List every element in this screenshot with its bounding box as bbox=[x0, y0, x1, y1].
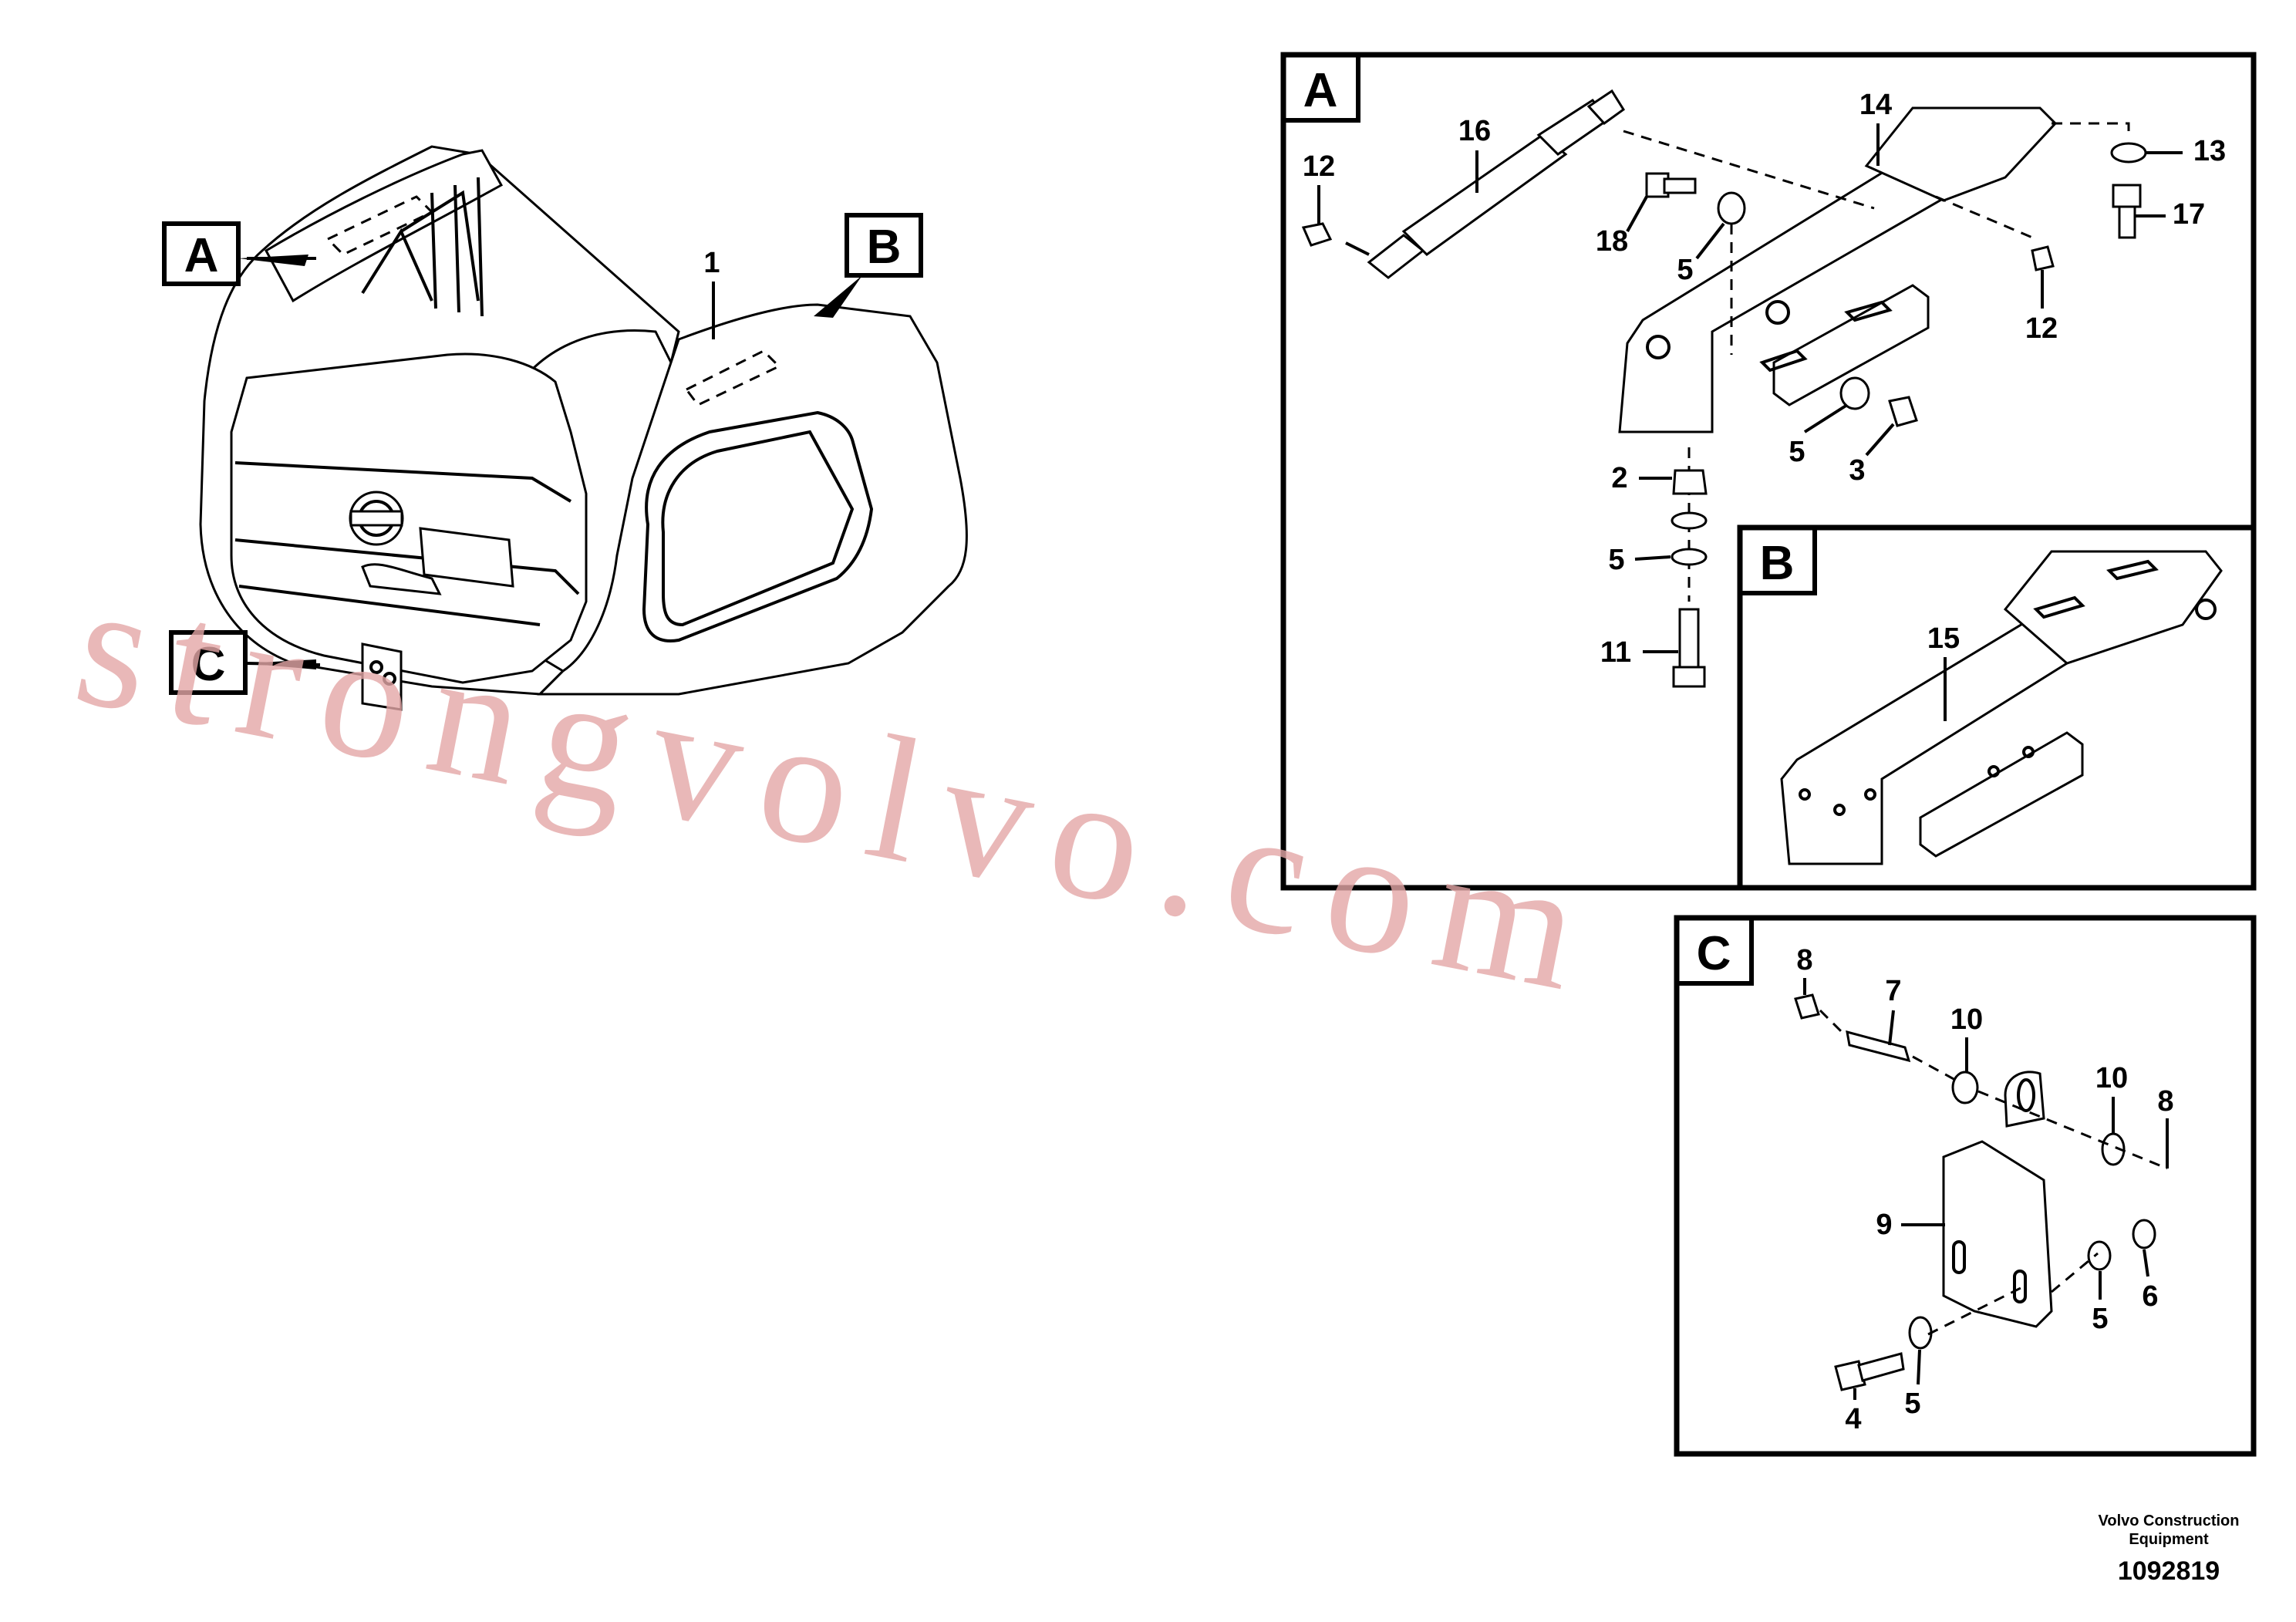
label-12-right: 12 bbox=[2025, 312, 2058, 345]
panel-c: C 8 7 bbox=[1674, 915, 2257, 1457]
label-9: 9 bbox=[1876, 1209, 1892, 1241]
label-14: 14 bbox=[1859, 89, 1892, 121]
callout-c: C bbox=[169, 630, 321, 695]
svg-text:1: 1 bbox=[703, 247, 720, 279]
label-8-right: 8 bbox=[2157, 1085, 2173, 1118]
gas-strut-drawing bbox=[1345, 89, 1626, 279]
callout-a-letter: A bbox=[184, 229, 219, 282]
panel-a-title: A bbox=[1303, 64, 1338, 117]
bracket-15-drawing bbox=[1780, 550, 2223, 865]
label-5-bottom: 5 bbox=[1904, 1388, 1920, 1420]
footer: Volvo Construction Equipment 1092819 bbox=[2099, 1512, 2240, 1586]
callout-a: A bbox=[162, 221, 316, 286]
footer-company-line2: Equipment bbox=[2129, 1531, 2209, 1548]
drawing-number: 1092819 bbox=[2118, 1556, 2220, 1586]
label-3: 3 bbox=[1849, 454, 1865, 487]
label-5-low: 5 bbox=[1608, 544, 1624, 576]
panel-a: A bbox=[1280, 52, 2257, 891]
label-16: 16 bbox=[1458, 115, 1491, 147]
hood-assembly-drawing bbox=[199, 145, 968, 711]
label-6: 6 bbox=[2142, 1280, 2158, 1313]
panel-b-title: B bbox=[1760, 537, 1795, 590]
footer-company-line1: Volvo Construction bbox=[2099, 1512, 2240, 1529]
callout-b-letter: B bbox=[867, 221, 902, 274]
label-10-right: 10 bbox=[2095, 1062, 2128, 1094]
label-5-right: 5 bbox=[2092, 1303, 2108, 1335]
label-4: 4 bbox=[1845, 1403, 1861, 1435]
part-1-label: 1 bbox=[703, 247, 720, 339]
label-10-left: 10 bbox=[1950, 1003, 1983, 1036]
label-5-mid: 5 bbox=[1789, 436, 1805, 468]
label-12-left: 12 bbox=[1303, 150, 1335, 183]
label-17: 17 bbox=[2173, 198, 2205, 231]
panel-a-labels: 16 14 13 12 18 17 5 12 5 3 2 5 11 bbox=[1303, 89, 2226, 669]
label-18: 18 bbox=[1596, 225, 1628, 258]
label-7: 7 bbox=[1885, 975, 1901, 1007]
label-13: 13 bbox=[2193, 135, 2226, 167]
panel-c-title: C bbox=[1697, 927, 1731, 980]
callout-b: B bbox=[814, 213, 923, 318]
label-15: 15 bbox=[1927, 622, 1960, 655]
plate-assembly-drawing bbox=[1794, 993, 2168, 1391]
panel-b: B 15 bbox=[1737, 524, 2257, 891]
label-5-top: 5 bbox=[1677, 254, 1693, 286]
bracket-14-drawing bbox=[1618, 106, 2058, 433]
callout-c-letter: C bbox=[191, 638, 226, 691]
label-2: 2 bbox=[1611, 462, 1627, 494]
label-8-left: 8 bbox=[1796, 944, 1812, 976]
label-11: 11 bbox=[1600, 636, 1631, 669]
